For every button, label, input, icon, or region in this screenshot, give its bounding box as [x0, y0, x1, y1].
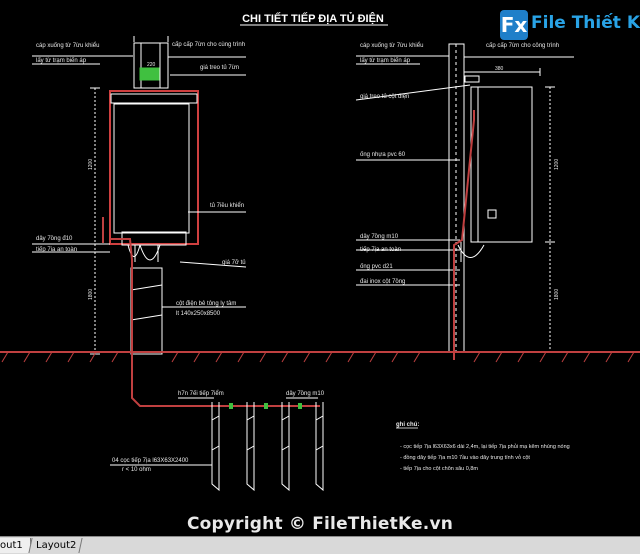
dim-pole-left: 1800: [88, 289, 94, 300]
label-cap-cap-right: cấp cấp 7ừn cho công trình: [486, 43, 559, 49]
note-item: - đồng dây tiếp 7ịa m10 7ầu vào dây trun…: [400, 454, 530, 461]
label-cap-xuong-left: cáp xuống từ 7ừu khiểu: [36, 42, 99, 49]
rod-clamps: [229, 403, 302, 409]
notes-heading: ghi chú:: [396, 422, 419, 428]
label-ong-pvc-right: ống pvc d21: [360, 264, 393, 270]
tab-layout2[interactable]: Layout2: [28, 538, 83, 553]
label-ong-nhua-right: ống nhựa pvc 60: [360, 152, 406, 158]
dim-box-right: 1200: [554, 159, 560, 170]
label-cot-dien-left: cột điện bê tông ly tâm: [176, 301, 236, 307]
label-tiep-dia-right: tiếp 7ịa an toàn: [360, 247, 401, 253]
ground-rods: [110, 397, 324, 492]
cabinet-frame: [109, 90, 199, 245]
label-gia-treo-right: giá treo tủ cột điện: [360, 93, 409, 100]
tab-layout2-label: Layout2: [36, 540, 77, 551]
cabinet-right: [470, 86, 533, 243]
dim-pole-right: 1800: [554, 289, 560, 300]
label-resistance: r < 10 ohm: [122, 467, 151, 473]
dim-top-left: 220: [147, 62, 156, 68]
label-gia-treo-left: giá treo tủ 7ừn: [200, 64, 239, 71]
right-elevation: [355, 43, 574, 353]
left-elevation: [32, 36, 247, 355]
label-tu-tram-left: lấy từ trạm biến áp: [36, 58, 87, 64]
cabinet-door: [113, 103, 190, 234]
pole-right: [448, 43, 465, 353]
note-item: - tiếp 7ịa cho cột chôn sâu 0,8m: [400, 466, 478, 472]
logo-text: File Thiết Kế.vn: [531, 13, 640, 33]
filethietke-logo: Fx File Thiết Kế.vn: [500, 8, 640, 44]
label-tu-dk-left: tủ 7iều khiển: [210, 202, 244, 209]
label-cap-xuong-right: cáp xuống từ 7ừu khiểu: [360, 42, 423, 49]
cabinet-top-rail: [110, 93, 198, 104]
earth-wire: [110, 238, 320, 407]
label-tu-tram-right: lấy từ trạm biến áp: [360, 58, 411, 64]
dim-box-left: 1200: [88, 159, 94, 170]
label-dai-inox-right: đai inox cột 7ồng: [360, 279, 405, 285]
tab-layout1[interactable]: out1: [0, 538, 31, 553]
logo-mark-icon: Fx: [500, 10, 528, 40]
label-cot-spec-left: lt 140x250x8500: [176, 311, 221, 317]
copyright-watermark: Copyright © FileThietKe.vn: [186, 514, 454, 534]
rebar-tag: [139, 67, 160, 81]
drawing-title: CHI TIẾT TIẾP ĐỊA TỦ ĐIỆN: [242, 12, 384, 25]
ground-hatch: [1, 351, 635, 363]
tab-layout1-label: out1: [0, 540, 23, 551]
earth-wire-right: [453, 110, 475, 360]
label-tiep-dia-left: tiếp 7ịa an toàn: [36, 247, 77, 253]
pole: [130, 267, 163, 355]
notes-block: ghi chú: - cọc tiếp 7ịa l63X63x6 dài 2,4…: [396, 422, 570, 472]
dim-top-right: 380: [495, 66, 504, 72]
drawing-canvas[interactable]: CHI TIẾT TIẾP ĐỊA TỦ ĐIỆN: [0, 0, 640, 536]
layout-tab-bar: out1 Layout2: [0, 536, 640, 554]
label-day-dong-right: dây 7ồng m10: [360, 234, 399, 240]
label-gia-do-left: giá 7ỡ tủ: [222, 259, 246, 266]
label-cap-cap-left: cấp cấp 7ừn cho cùng trình: [172, 42, 245, 48]
note-item: - cọc tiếp 7ịa l63X63x6 dài 2,4m, lại ti…: [400, 443, 570, 450]
label-ground-wire: dây 7ồng m10: [286, 391, 325, 397]
label-rod-spec: 04 cọc tiếp 7ịa l63X63X2400: [112, 458, 189, 464]
label-day-dong-left: dây 7ồng đ10: [36, 236, 73, 242]
label-hookup: h7n 7ếi tiếp 7iểm: [178, 390, 224, 397]
cable-box-top: [133, 42, 169, 89]
